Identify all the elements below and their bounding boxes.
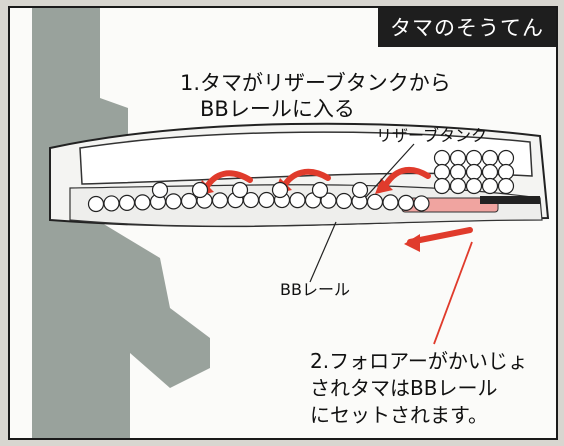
step2-line1: 2.フォロアーがかいじょ	[310, 349, 528, 373]
bb-pellet	[151, 181, 169, 199]
bb-pellet	[103, 195, 120, 212]
arrow-2	[281, 168, 331, 189]
bb-pellet	[191, 181, 209, 199]
bb-pellet	[311, 181, 329, 199]
step2-line3: にセットされます。	[310, 403, 488, 427]
bb-pellet	[497, 177, 515, 195]
rail-leader	[309, 221, 337, 283]
gun-silhouette	[32, 8, 210, 438]
bb-pellet	[382, 194, 399, 211]
bb-pellet	[366, 193, 384, 210]
bb-pellet	[465, 177, 483, 195]
step1-line1: 1.タマがリザーブタンクから	[180, 71, 451, 95]
bb-pellet	[351, 181, 369, 199]
bb-pellet	[449, 177, 467, 195]
bb-pellet	[87, 195, 105, 213]
bb-pellet	[134, 194, 151, 211]
bb-pellet	[433, 149, 451, 167]
bb-pellet	[449, 149, 467, 167]
bb-pellet	[497, 163, 515, 181]
bb-pellet	[118, 194, 136, 211]
bb-pellet	[258, 191, 275, 209]
bb-pellet	[397, 194, 415, 211]
bb-pellet	[413, 195, 430, 212]
bb-pellet	[433, 163, 451, 181]
step1-line2: BBレールに入る	[200, 97, 355, 122]
bb-pellet	[180, 192, 198, 210]
follower-spring	[480, 196, 540, 204]
bb-pellet	[465, 149, 483, 167]
magazine-illustration	[32, 8, 550, 438]
bb-pellet	[211, 192, 229, 209]
bb-pellet	[465, 163, 483, 181]
bb-pellet	[497, 149, 515, 167]
bb-pellet	[289, 192, 306, 209]
bb-pellet	[481, 149, 499, 167]
arrow-3	[382, 166, 431, 189]
reserve-tank-label: リザーブタンク	[376, 126, 488, 145]
bb-pellet	[481, 163, 499, 181]
bb-pellet	[271, 181, 289, 199]
step2-caption: 2.フォロアーがかいじょされタマはBBレールにセットされます。	[310, 348, 528, 429]
bb-pellet	[335, 192, 353, 210]
arrow-1	[203, 170, 253, 191]
bb-pellet	[231, 181, 249, 199]
bb-pellet	[165, 193, 182, 210]
bb-pellet	[449, 163, 467, 181]
step2-line2: されタマはBBレール	[310, 376, 498, 400]
bb-rail-label: BBレール	[280, 280, 350, 299]
bb-pellet	[433, 177, 451, 195]
step2-leader	[433, 241, 473, 345]
arrow-4-head	[404, 234, 420, 252]
bb-pellet	[481, 177, 499, 195]
diagram-title: タマのそうてん	[378, 8, 556, 47]
